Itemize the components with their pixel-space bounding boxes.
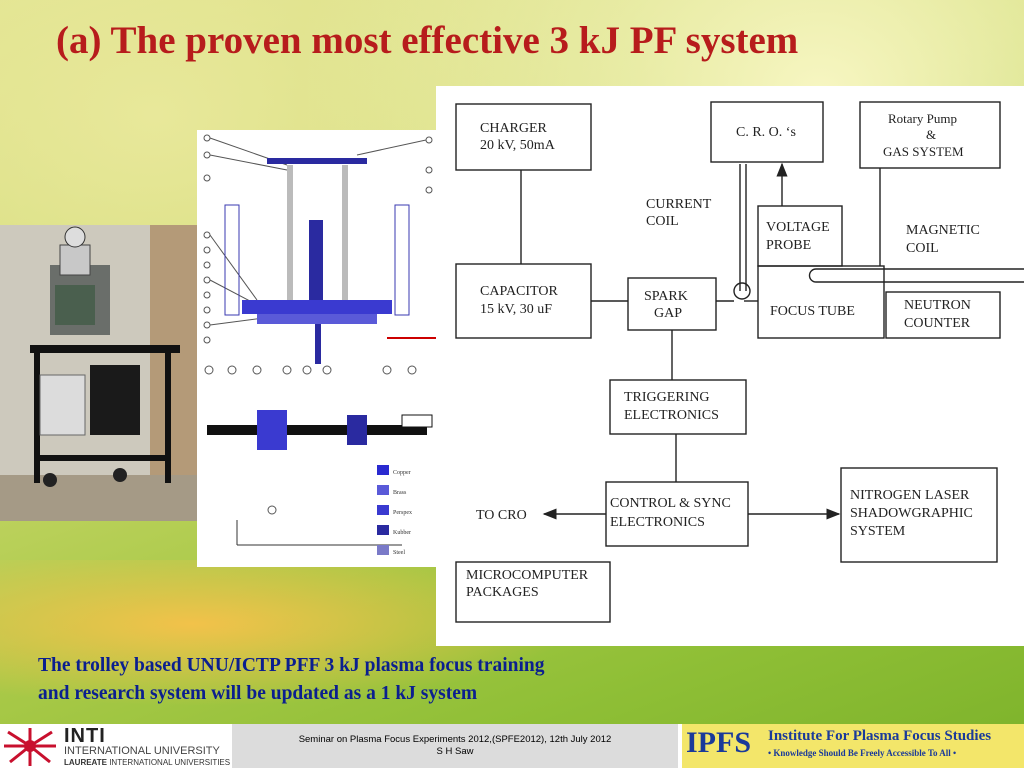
current-coil-label-1: CURRENT xyxy=(646,197,712,212)
caption-line-2: and research system will be updated as a… xyxy=(38,683,478,704)
seminar-line-1: Seminar on Plasma Focus Experiments 2012… xyxy=(298,734,612,745)
spark-gap-label-1: SPARK xyxy=(644,289,688,304)
legend-copper: Copper xyxy=(393,470,411,476)
footer-bar: INTI INTERNATIONAL UNIVERSITY LAUREATE I… xyxy=(0,724,1024,768)
cro-label: C. R. O. ‘s xyxy=(736,125,796,140)
laureate-rest: INTERNATIONAL UNIVERSITIES xyxy=(106,758,231,767)
slide-title: (a) The proven most effective 3 kJ PF sy… xyxy=(56,19,799,62)
nitrogen-label-2: SHADOWGRAPHIC xyxy=(850,506,973,521)
legend-brass: Brass xyxy=(393,490,407,496)
rotary-gas: GAS SYSTEM xyxy=(883,144,964,159)
rotary-label: Rotary Pump xyxy=(888,111,957,126)
inti-name: INTI xyxy=(64,725,106,747)
caption-line-1: The trolley based UNU/ICTP PFF 3 kJ plas… xyxy=(38,655,545,676)
focus-tube-schematic: Copper Brass Perspex Kubber Steel xyxy=(197,130,437,567)
capacitor-label: CAPACITOR xyxy=(480,284,558,299)
neutron-counter-label-1: NEUTRON xyxy=(904,298,971,313)
nitrogen-label-1: NITROGEN LASER xyxy=(850,488,970,503)
capacitor-spec: 15 kV, 30 uF xyxy=(480,302,552,317)
spark-gap-label-2: GAP xyxy=(654,306,682,321)
ipfs-mark: IPFS xyxy=(686,726,752,759)
ipfs-name: Institute For Plasma Focus Studies xyxy=(768,728,992,744)
legend-kubber: Kubber xyxy=(393,530,411,536)
charger-spec: 20 kV, 50mA xyxy=(480,138,556,153)
focus-tube-label: FOCUS TUBE xyxy=(770,304,855,319)
nitrogen-label-3: SYSTEM xyxy=(850,524,906,539)
control-label-2: ELECTRONICS xyxy=(610,515,705,530)
microcomputer-label-1: MICROCOMPUTER xyxy=(466,568,589,583)
seminar-line-2: S H Saw xyxy=(436,746,474,757)
legend-perspex: Perspex xyxy=(393,510,412,516)
to-cro-label: TO CRO xyxy=(476,508,527,523)
rotary-amp: & xyxy=(926,127,936,142)
neutron-counter-label-2: COUNTER xyxy=(904,316,971,331)
voltage-probe-label-2: PROBE xyxy=(766,238,811,253)
inti-laureate: LAUREATE INTERNATIONAL UNIVERSITIES xyxy=(64,758,230,767)
slide-caption: The trolley based UNU/ICTP PFF 3 kJ plas… xyxy=(38,652,798,708)
charger-label: CHARGER xyxy=(480,121,548,136)
ipfs-logo-block: IPFS Institute For Plasma Focus Studies … xyxy=(682,724,1024,768)
microcomputer-label-2: PACKAGES xyxy=(466,585,539,600)
control-label-1: CONTROL & SYNC xyxy=(610,496,731,511)
legend-steel: Steel xyxy=(393,550,405,556)
triggering-label-2: ELECTRONICS xyxy=(624,408,719,423)
magnetic-coil-label-2: COIL xyxy=(906,241,939,256)
trolley-photo xyxy=(0,225,200,521)
voltage-probe-label-1: VOLTAGE xyxy=(766,220,830,235)
ipfs-tagline: • Knowledge Should Be Freely Accessible … xyxy=(768,748,957,758)
laureate-bold: LAUREATE xyxy=(64,758,107,767)
current-coil-label-2: COIL xyxy=(646,214,679,229)
inti-logo-block: INTI INTERNATIONAL UNIVERSITY LAUREATE I… xyxy=(0,724,232,768)
magnetic-coil-label-1: MAGNETIC xyxy=(906,223,980,238)
block-diagram: CHARGER 20 kV, 50mA C. R. O. ‘s Rotary P… xyxy=(436,86,1024,646)
inti-logo-icon xyxy=(4,728,56,766)
seminar-info: Seminar on Plasma Focus Experiments 2012… xyxy=(232,724,678,768)
inti-subtitle: INTERNATIONAL UNIVERSITY xyxy=(64,745,220,757)
triggering-label-1: TRIGGERING xyxy=(624,390,710,405)
